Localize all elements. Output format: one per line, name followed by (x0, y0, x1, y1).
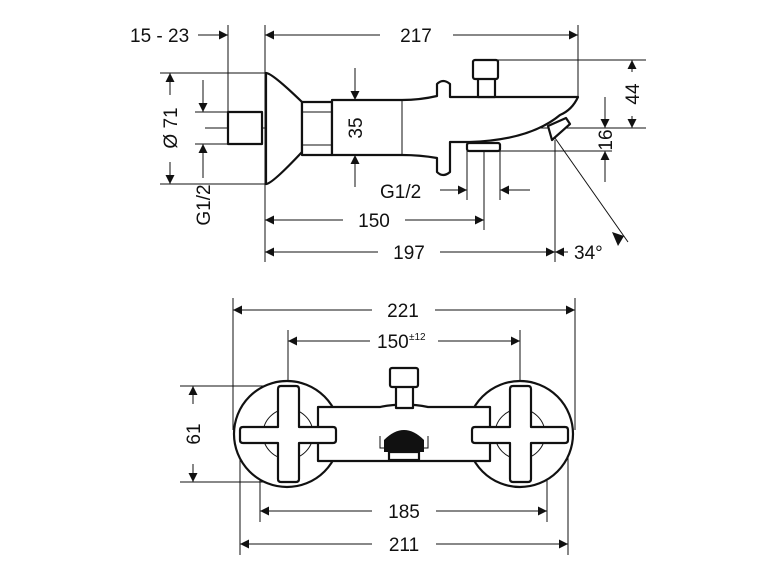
dim-spout-projection: 197 (393, 243, 425, 264)
body-with-handle-and-spout (330, 79, 580, 177)
side-view: 15 - 23 217 Ø 71 G1/2 35 44 16 G1/2 150 … (130, 25, 646, 264)
front-view: 221 150 ±12 61 185 211 (180, 298, 576, 556)
escutcheon (264, 71, 304, 186)
wall-nipple (226, 110, 264, 146)
outlet-connection (465, 141, 502, 153)
right-cross-handle[interactable] (470, 384, 570, 484)
outlet (387, 450, 421, 462)
dim-handle-height: 61 (184, 423, 205, 444)
dim-body-height: 35 (346, 117, 367, 138)
dim-total-depth: 217 (400, 26, 432, 47)
dim-wall-depth: 15 - 23 (130, 26, 189, 47)
dim-outlet-connection-distance: 150 (358, 211, 390, 232)
dim-escutcheon-diameter: Ø 71 (161, 107, 182, 148)
diverter-stem (476, 76, 497, 99)
dim-outlet-thread: G1/2 (380, 182, 421, 203)
dim-inlet-tolerance: ±12 (409, 332, 426, 343)
dim-inlet-thread: G1/2 (194, 184, 215, 225)
dim-handle-span: 185 (388, 502, 420, 523)
aerator (384, 430, 424, 452)
nut (300, 100, 334, 157)
spout-angle-line (554, 137, 629, 243)
dim-diverter-height: 44 (623, 83, 644, 105)
aerator (546, 116, 572, 142)
dim-inlet-centres: 150 (377, 332, 409, 353)
left-cross-handle[interactable] (238, 384, 338, 484)
dim-outlet-drop: 16 (596, 129, 617, 150)
dim-spout-angle: 34° (574, 243, 603, 264)
dim-escutcheon-span: 211 (389, 535, 419, 556)
diverter-stem (394, 384, 415, 410)
diverter-knob (388, 366, 420, 389)
diverter-knob (471, 58, 500, 81)
dim-overall-width: 221 (387, 301, 419, 322)
